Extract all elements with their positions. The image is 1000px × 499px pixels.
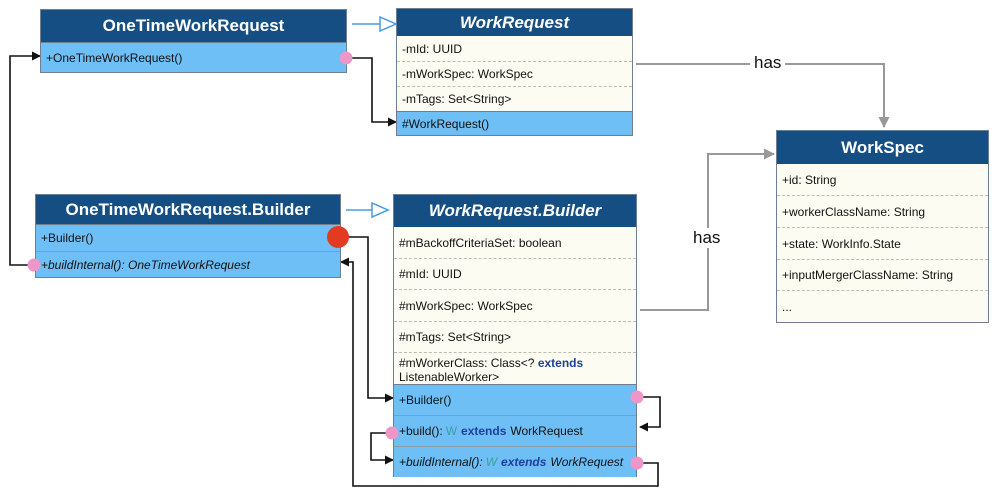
call-onetime-to-workrequest-ctor bbox=[346, 57, 397, 127]
call-buildinternal-to-builder-override bbox=[340, 257, 659, 487]
field-workerclassname: +workerClassName: String bbox=[777, 195, 988, 227]
class-onetime-builder: OneTimeWorkRequest.Builder +Builder() +b… bbox=[35, 194, 341, 278]
inherit-arrow-builder-to-workrequest-builder bbox=[346, 201, 390, 219]
class-work-request-builder: WorkRequest.Builder #mBackoffCriteriaSet… bbox=[393, 194, 637, 477]
call-build-to-buildinternal bbox=[370, 432, 394, 465]
class-title: WorkRequest.Builder bbox=[394, 195, 636, 227]
keyword-extends: extends bbox=[501, 455, 547, 469]
method-buildinternal: +buildInternal(): OneTimeWorkRequest bbox=[36, 251, 340, 277]
field-mbackoffcriteriaset: #mBackoffCriteriaSet: boolean bbox=[399, 235, 562, 250]
class-title: OneTimeWorkRequest.Builder bbox=[36, 195, 340, 224]
field-inputmergerclassname: +inputMergerClassName: String bbox=[777, 259, 988, 290]
method-builder-ctor: +Builder() bbox=[394, 384, 636, 415]
field-mworkerclass-prefix: #mWorkerClass: Class<? bbox=[399, 356, 538, 370]
class-work-spec: WorkSpec +id: String +workerClassName: S… bbox=[776, 130, 989, 323]
type-var-w: W bbox=[445, 424, 458, 438]
method-workrequest-ctor: #WorkRequest() bbox=[397, 111, 632, 135]
method-build-prefix: +build(): bbox=[399, 424, 443, 438]
method-build: +build(): W extends WorkRequest bbox=[394, 415, 636, 446]
call-buildinternal-to-onetime-ctor bbox=[9, 51, 41, 266]
method-buildinternal-prefix: +buildInternal(): bbox=[399, 455, 483, 469]
field-state: +state: WorkInfo.State bbox=[777, 227, 988, 259]
field-id: +id: String bbox=[782, 172, 837, 187]
method-buildinternal: +buildInternal(): W extends WorkRequest bbox=[394, 446, 636, 477]
field-mid: -mId: UUID bbox=[402, 41, 462, 56]
method-buildinternal-suffix: WorkRequest bbox=[550, 455, 624, 469]
class-work-request: WorkRequest -mId: UUID -mWorkSpec: WorkS… bbox=[396, 8, 633, 136]
field-mid: #mId: UUID bbox=[394, 258, 636, 289]
has-label-bottom: has bbox=[689, 228, 725, 248]
field-mworkspec: -mWorkSpec: WorkSpec bbox=[397, 61, 632, 86]
field-mworkerclass-suffix: ListenableWorker> bbox=[399, 370, 500, 384]
class-title: WorkRequest bbox=[397, 9, 632, 36]
call-builder-loop-to-build bbox=[637, 396, 661, 432]
class-title: WorkSpec bbox=[777, 131, 988, 164]
class-title: OneTimeWorkRequest bbox=[41, 10, 346, 42]
field-ellipsis: ... bbox=[777, 290, 988, 322]
call-builder-to-super-builder bbox=[340, 236, 394, 403]
field-mtags: #mTags: Set<String> bbox=[394, 321, 636, 352]
has-line-workrequest-to-workspec bbox=[636, 63, 890, 128]
inherit-arrow-onetime-to-workrequest bbox=[352, 15, 398, 33]
method-onetime-ctor: +OneTimeWorkRequest() bbox=[41, 42, 346, 72]
field-mworkspec: #mWorkSpec: WorkSpec bbox=[394, 289, 636, 321]
method-build-suffix: WorkRequest bbox=[510, 424, 583, 438]
field-mtags: -mTags: Set<String> bbox=[397, 86, 632, 111]
method-builder-ctor: +Builder() bbox=[36, 224, 340, 251]
keyword-extends: extends bbox=[461, 424, 507, 438]
has-label-top: has bbox=[750, 53, 786, 73]
class-onetime-work-request: OneTimeWorkRequest +OneTimeWorkRequest() bbox=[40, 9, 347, 73]
type-var-w: W bbox=[485, 455, 498, 469]
keyword-extends: extends bbox=[537, 356, 584, 370]
